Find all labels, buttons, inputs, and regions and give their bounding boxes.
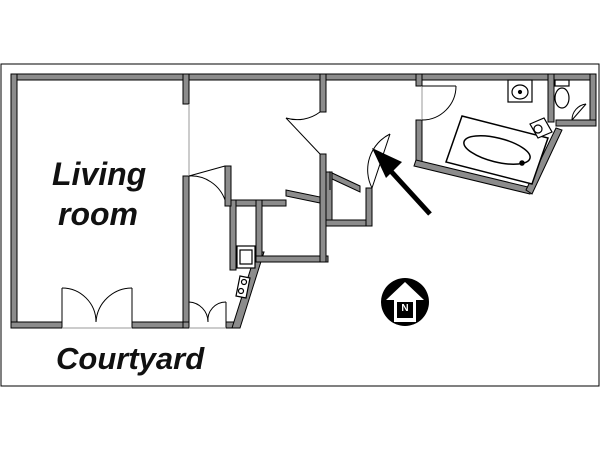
wc-door — [571, 103, 587, 121]
walls — [10, 73, 597, 329]
wall-top — [10, 73, 597, 81]
wall-living-bottom-right — [131, 321, 190, 329]
bath-shelf — [529, 117, 553, 139]
thin-lines — [62, 86, 423, 329]
washbasin — [507, 79, 533, 103]
living-room-label-line2: room — [58, 196, 138, 232]
hall-door — [188, 165, 226, 201]
wall-corridor-bottom — [255, 255, 329, 263]
wall-wc-bottom — [555, 119, 597, 127]
living-room-label-line1: Living — [52, 156, 147, 192]
wall-wc-divider — [547, 73, 555, 123]
courtyard-label: Courtyard — [56, 341, 205, 376]
wall-step-3-side — [325, 171, 333, 221]
wall-bath-slant-bottom — [413, 159, 533, 195]
wall-hall-upper — [224, 165, 232, 207]
toilet — [554, 79, 570, 109]
wall-living-right — [182, 73, 190, 105]
wall-living-left — [10, 73, 18, 329]
entrance-arrow-icon — [372, 148, 432, 216]
wall-kitchen-side — [229, 199, 237, 271]
doors — [61, 85, 587, 323]
wall-corridor-step — [255, 199, 263, 261]
corridor-door — [285, 111, 321, 155]
bathtub — [445, 115, 549, 185]
wall-living-bottom-left — [10, 321, 63, 329]
kitchen-french-door — [188, 301, 227, 323]
wall-kitchen-bottom-left — [182, 321, 190, 329]
bathroom-door — [421, 85, 457, 121]
north-arrow-icon — [381, 278, 429, 326]
wall-step-2-side — [365, 187, 373, 227]
living-room-french-door — [61, 287, 133, 323]
wall-bath-left — [415, 73, 423, 87]
wall-step-3 — [329, 171, 361, 193]
wall-hall-top-divider — [319, 73, 327, 113]
wall-right-end — [589, 73, 597, 123]
wall-step-2 — [325, 219, 373, 227]
lot-boundary — [0, 63, 600, 387]
wall-living-right-lower — [182, 175, 190, 329]
wall-corridor-right — [319, 153, 327, 263]
stove — [235, 275, 251, 299]
fridge — [236, 245, 256, 269]
compass-north-letter: N — [401, 303, 409, 314]
wall-bath-left-lower — [415, 119, 423, 167]
wall-step-1 — [285, 189, 321, 204]
